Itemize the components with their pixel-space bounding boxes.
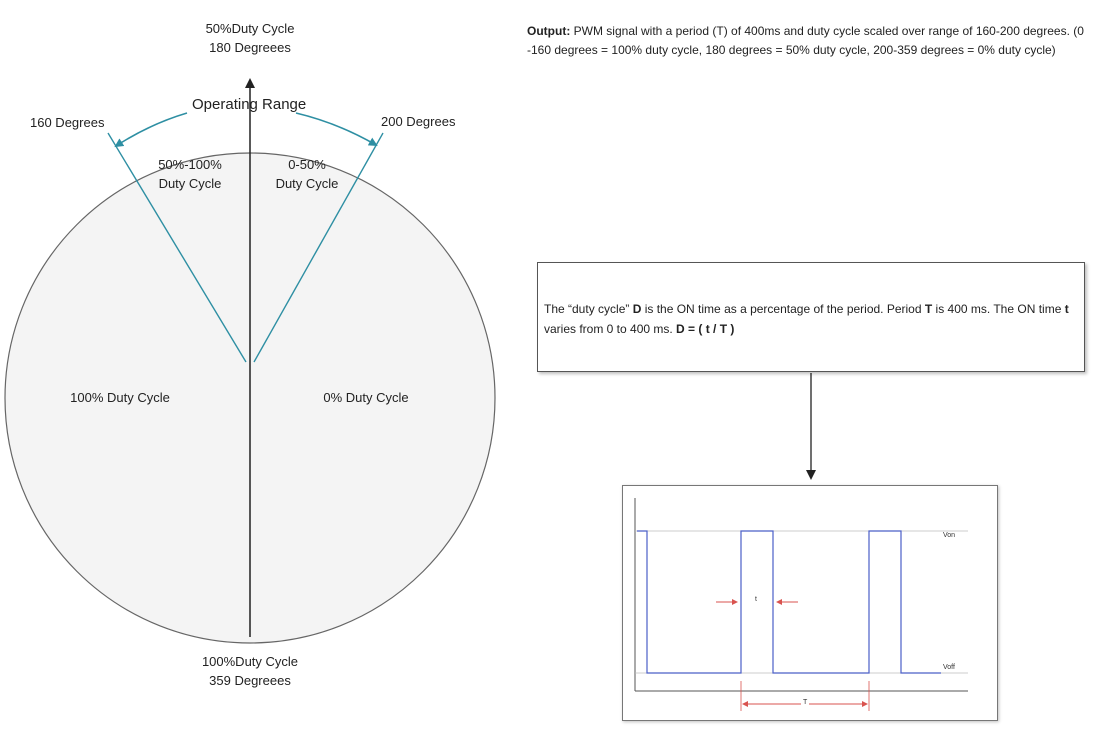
- zone-50-100-line2: Duty Cycle: [158, 176, 222, 191]
- boundary-line-160: [107, 132, 247, 363]
- duty-text-part1: The “duty cycle”: [544, 302, 633, 316]
- pwm-waveform: [634, 498, 968, 711]
- zone-50-100-label: 50%-100% Duty Cycle: [140, 155, 240, 193]
- t-on-label: t: [755, 596, 757, 603]
- top-axis-label-line1: 50%Duty Cycle: [205, 21, 295, 36]
- operating-range-arrow-right: [295, 112, 378, 147]
- duty-text-period: T: [924, 302, 933, 316]
- bottom-axis-label-line2: 359 Degreees: [209, 673, 291, 688]
- operating-range-label: Operating Range: [192, 96, 307, 113]
- top-axis-label: 50%Duty Cycle 180 Degreees: [190, 19, 310, 57]
- label-160-degrees: 160 Degrees: [30, 115, 105, 130]
- output-description: Output: PWM signal with a period (T) of …: [527, 22, 1087, 60]
- bottom-axis-label: 100%Duty Cycle 359 Degreees: [185, 652, 315, 690]
- zone-50-100-line1: 50%-100%: [158, 157, 222, 172]
- pwm-signal: [637, 530, 941, 674]
- top-axis-label-line2: 180 Degreees: [209, 40, 291, 55]
- von-label: Von: [943, 532, 956, 539]
- duty-text-part4: varies from 0 to 400 ms.: [544, 322, 677, 336]
- duty-cycle-box: The “duty cycle” D is the ON time as a p…: [537, 262, 1085, 372]
- right-half-label: 0% Duty Cycle: [323, 390, 409, 405]
- duty-text-ontime: t: [1064, 302, 1069, 316]
- operating-range-arrow-left: [114, 112, 188, 148]
- zone-0-50-line1: 0-50%: [288, 157, 326, 172]
- duty-formula: D = ( t / T ): [676, 322, 735, 336]
- duty-text-d: D: [632, 302, 642, 316]
- boundary-line-200: [253, 132, 384, 363]
- left-half-label: 100% Duty Cycle: [70, 390, 170, 405]
- bottom-axis-label-line1: 100%Duty Cycle: [201, 654, 299, 669]
- output-lead: Output:: [527, 24, 571, 38]
- duty-text-part3: is 400 ms. The ON time: [932, 302, 1065, 316]
- duty-cycle-text: The “duty cycle” D is the ON time as a p…: [544, 299, 1074, 339]
- voff-label: Voff: [943, 664, 955, 671]
- zone-0-50-label: 0-50% Duty Cycle: [257, 155, 357, 193]
- duty-text-part2: is the ON time as a percentage of the pe…: [641, 302, 925, 316]
- t-period-label: T: [803, 699, 808, 706]
- label-200-degrees: 200 Degrees: [381, 114, 456, 129]
- zone-0-50-line2: Duty Cycle: [275, 176, 339, 191]
- output-text: PWM signal with a period (T) of 400ms an…: [527, 24, 1084, 57]
- pwm-waveform-panel: Von Voff t T: [622, 485, 998, 721]
